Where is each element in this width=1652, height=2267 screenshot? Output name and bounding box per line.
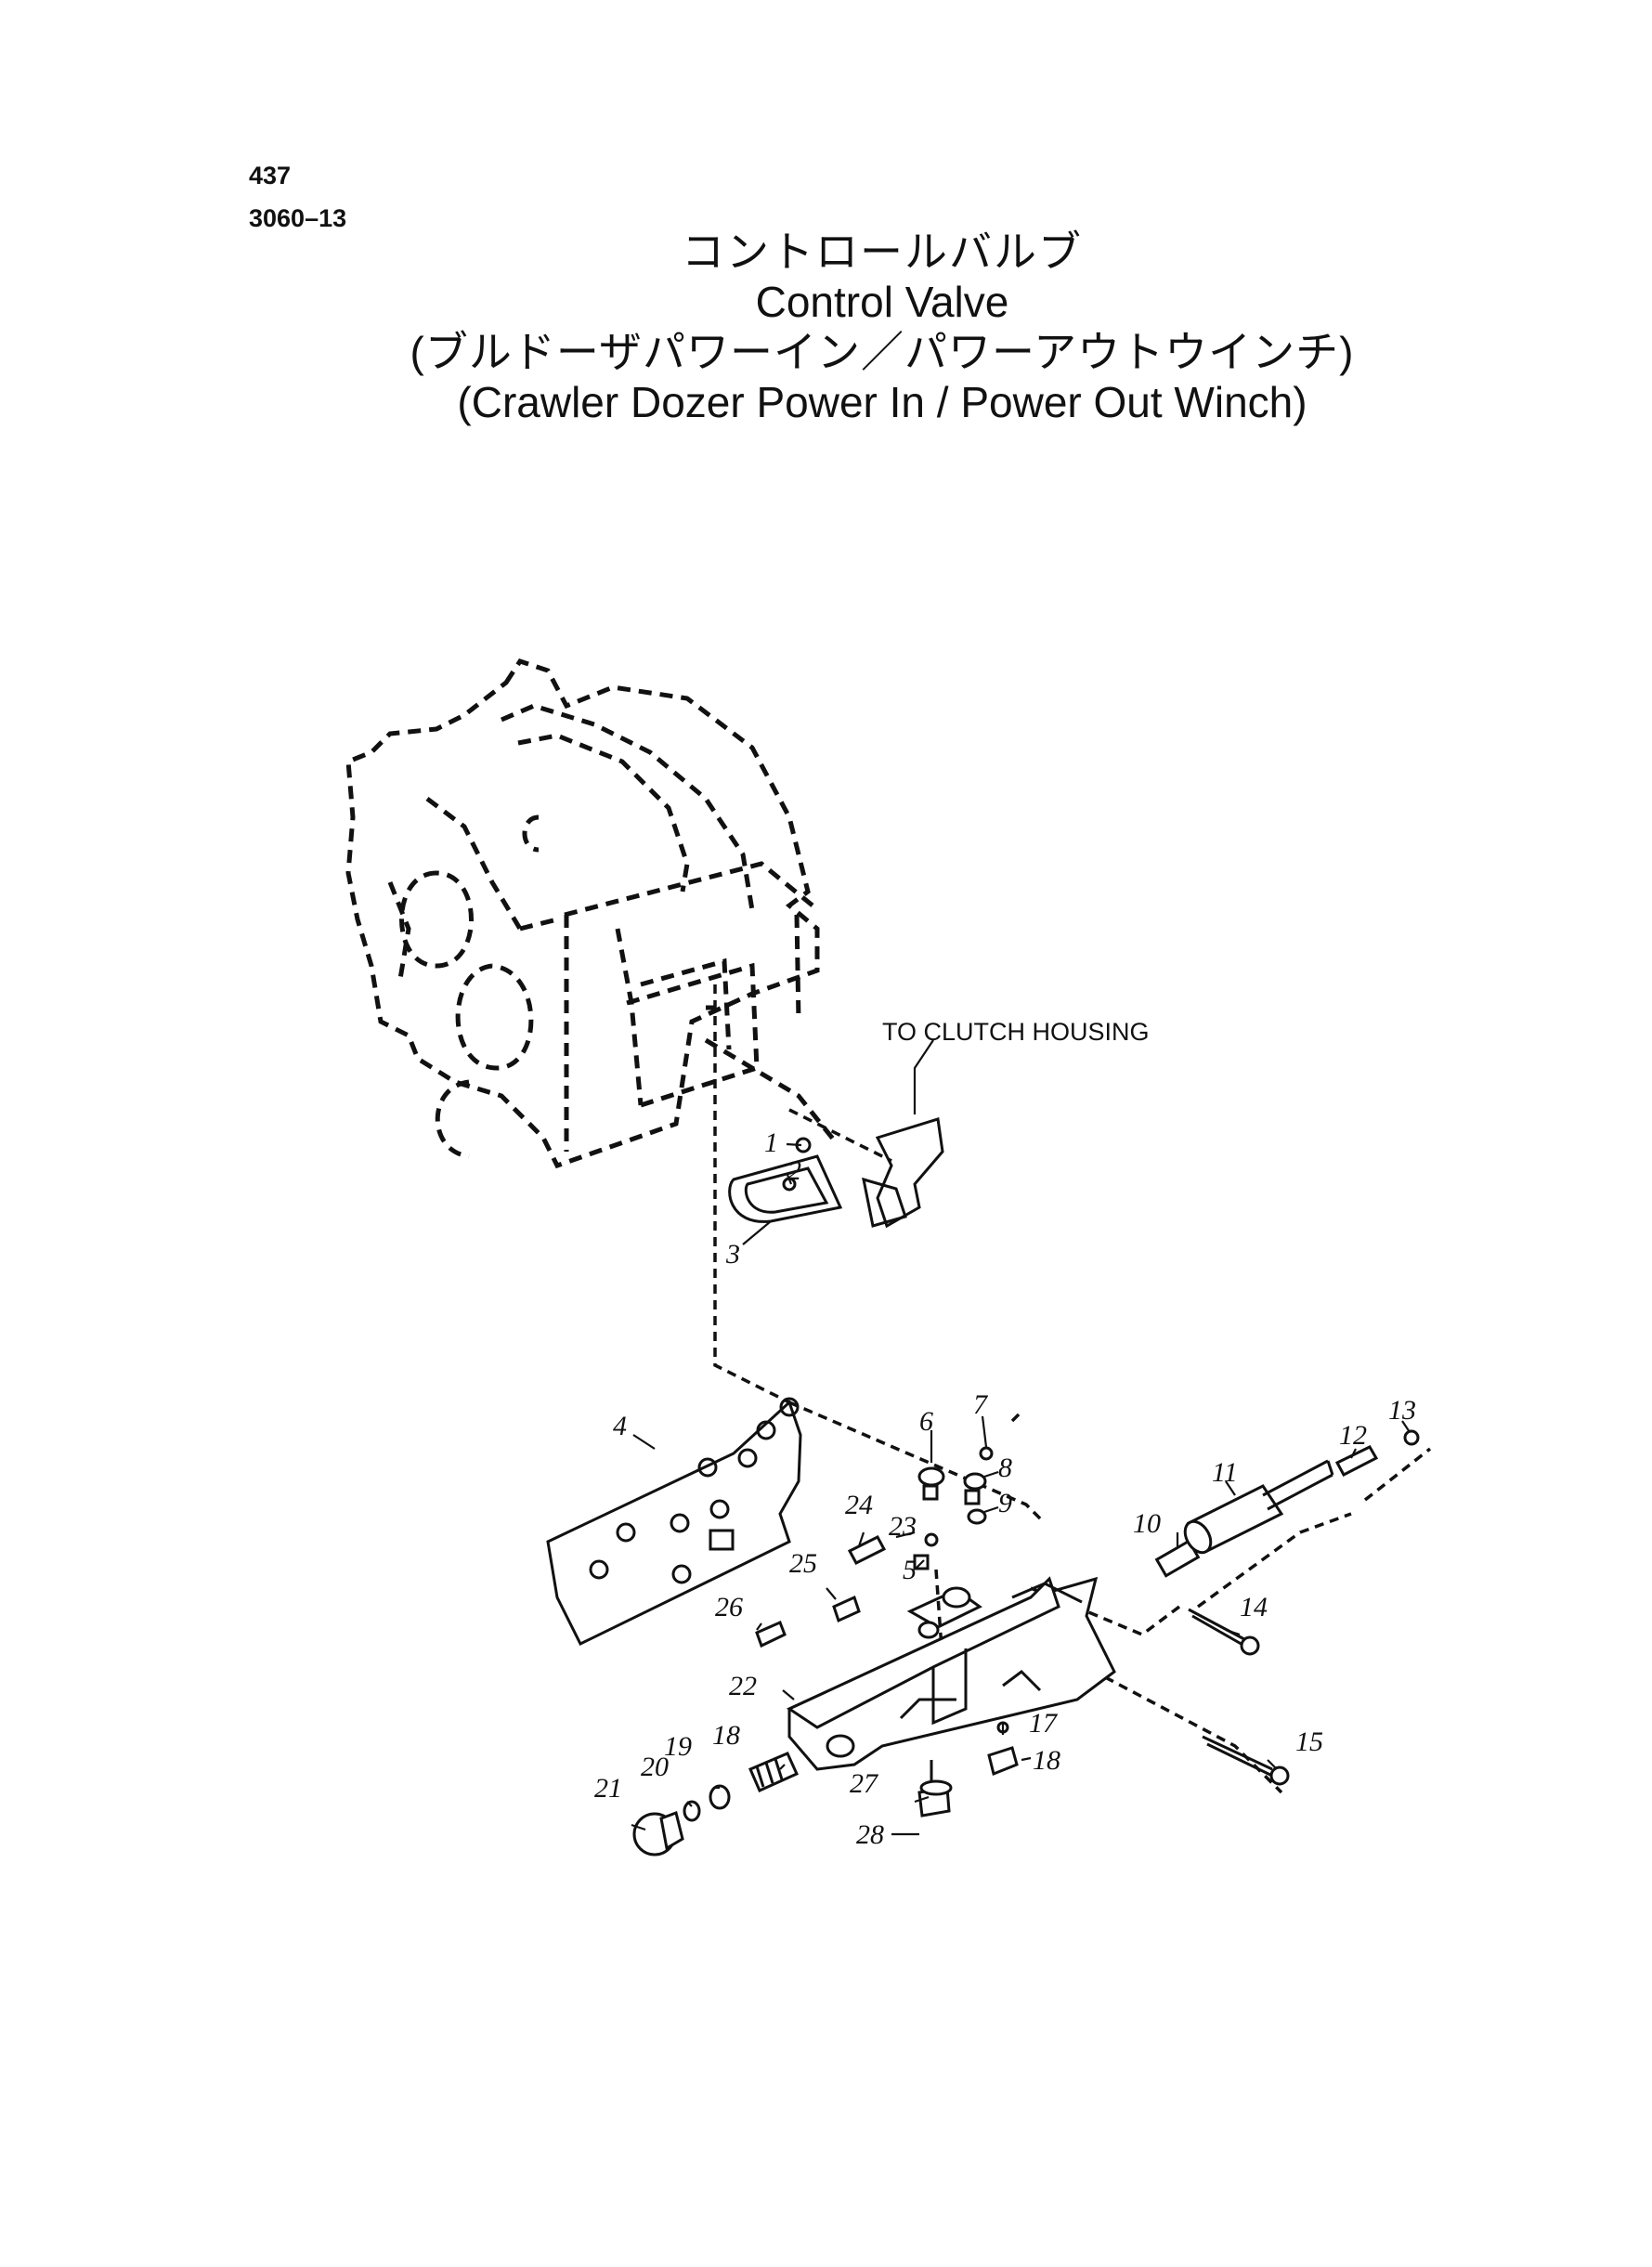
left-fittings xyxy=(632,1752,799,1857)
callout-28: 28 xyxy=(856,1819,884,1850)
spool-assembly xyxy=(1154,1429,1420,1786)
note-to-clutch-housing: TO CLUTCH HOUSING xyxy=(882,1018,1150,1046)
callout-6: 6 xyxy=(919,1406,933,1437)
callout-4: 4 xyxy=(613,1411,627,1441)
callout-15: 15 xyxy=(1295,1726,1323,1757)
callout-5: 5 xyxy=(903,1555,917,1585)
callout-8: 8 xyxy=(998,1453,1012,1483)
figure-number: 3060–13 xyxy=(249,204,347,232)
callout-26: 26 xyxy=(715,1592,743,1622)
callout-9: 9 xyxy=(998,1488,1012,1518)
callout-18-right: 18 xyxy=(1033,1745,1060,1776)
callout-19: 19 xyxy=(664,1731,692,1762)
callout-7: 7 xyxy=(973,1389,989,1420)
callout-14: 14 xyxy=(1240,1592,1268,1622)
title-english: Control Valve xyxy=(755,278,1009,326)
callout-21: 21 xyxy=(594,1773,622,1804)
callout-23: 23 xyxy=(889,1511,917,1542)
leader-lines xyxy=(631,1039,1411,1836)
callout-3: 3 xyxy=(725,1239,740,1270)
callout-10: 10 xyxy=(1133,1508,1161,1539)
top-fittings xyxy=(755,1446,994,1648)
callout-2: 2 xyxy=(787,1155,801,1186)
pipe-assembly xyxy=(728,1137,843,1223)
subtitle-japanese: (ブルドーザパワーイン／パワーアウトウインチ) xyxy=(410,328,1355,376)
callout-13: 13 xyxy=(1388,1395,1416,1426)
valve-body xyxy=(786,1576,1116,1771)
subtitle-english: (Crawler Dozer Power In / Power Out Winc… xyxy=(457,378,1307,426)
callout-12: 12 xyxy=(1339,1420,1367,1451)
clutch-housing-outline xyxy=(345,658,838,1169)
callout-22: 22 xyxy=(729,1671,757,1701)
callout-17: 17 xyxy=(1029,1708,1059,1739)
clutch-bracket xyxy=(862,1117,944,1229)
gasket-plate xyxy=(546,1397,802,1647)
page-number: 437 xyxy=(249,162,292,189)
callout-24: 24 xyxy=(845,1490,873,1520)
callout-1: 1 xyxy=(764,1127,778,1158)
callout-27: 27 xyxy=(850,1768,879,1799)
callout-11: 11 xyxy=(1212,1457,1238,1488)
callout-numbers: 1 2 3 4 5 6 7 8 9 10 11 12 13 14 15 17 1… xyxy=(594,1127,1416,1850)
title-japanese: コントロールバルブ xyxy=(682,228,1083,276)
callout-18-left: 18 xyxy=(712,1720,740,1751)
callout-25: 25 xyxy=(789,1548,817,1579)
bottom-fittings xyxy=(917,1721,1019,1818)
callout-20: 20 xyxy=(641,1752,669,1782)
